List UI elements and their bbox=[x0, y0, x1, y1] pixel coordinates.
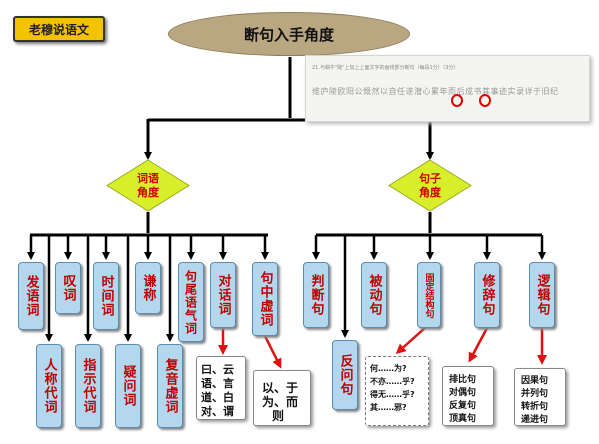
logic-examples-box: 因果句 并列句 转折句 递进句 bbox=[514, 368, 566, 426]
sentence-item-fanwen: 反问句 bbox=[332, 340, 358, 410]
word-item-fayu: 发语词 bbox=[18, 262, 44, 330]
sentence-item-label: 逻辑句 bbox=[534, 274, 550, 316]
sentence-angle-node: 句子角度 bbox=[388, 159, 472, 212]
diamond-shape bbox=[106, 159, 190, 212]
dialogue-examples-box: 曰、云 语、言 道、白 对、谓 bbox=[196, 356, 246, 420]
author-badge-label: 老穆说语文 bbox=[28, 22, 89, 37]
sentence-item-luoji: 逻辑句 bbox=[529, 262, 555, 328]
word-item-qiancheng: 谦称 bbox=[135, 262, 161, 314]
sentence-item-beidong: 被动句 bbox=[361, 262, 387, 328]
dialogue-example: 对、谓 bbox=[201, 405, 234, 418]
word-item-yiwenci: 疑问词 bbox=[115, 344, 141, 428]
rhetoric-example: 反复句 bbox=[449, 401, 477, 411]
word-item-label: 人称代词 bbox=[41, 358, 57, 414]
word-item-juweiyuqici: 句尾语气词 bbox=[178, 262, 204, 342]
word-item-label: 叹词 bbox=[60, 274, 76, 302]
word-item-label: 句尾语气词 bbox=[183, 269, 198, 335]
sentence-angle-line-1: 句子 bbox=[419, 171, 441, 185]
exam-question-image: 21.与蜗牛"陡"上加上上面文字的画线部分断句（每段1分）（3分） 维庐陵欧阳公… bbox=[305, 55, 590, 122]
sentence-item-label: 固定结构句 bbox=[423, 272, 434, 318]
word-item-renchengdaici: 人称代词 bbox=[36, 344, 62, 428]
logic-example: 并列句 bbox=[521, 389, 549, 399]
exam-passage-line: 维庐陵欧阳公慨然以自任遂潜心累年而后成书其事迹实录详于旧纪 bbox=[312, 87, 559, 96]
logic-example: 转折句 bbox=[521, 402, 549, 412]
exam-question-line: 21.与蜗牛"陡"上加上上面文字的画线部分断句（每段1分）（3分） bbox=[312, 65, 459, 71]
fixed-structure-examples-box: 何……为? 不亦……乎? 得无……乎? 其……邪? bbox=[365, 356, 429, 426]
sentence-angle-label: 句子角度 bbox=[419, 172, 441, 200]
inner-particle-example: 则 bbox=[272, 409, 285, 423]
rhetoric-example: 对偶句 bbox=[449, 388, 477, 398]
red-circle-mark bbox=[479, 94, 491, 107]
rhetoric-example: 顶真句 bbox=[449, 414, 477, 424]
word-item-label: 指示代词 bbox=[80, 358, 96, 414]
word-item-tanci: 叹词 bbox=[55, 262, 81, 314]
rhetoric-examples-box: 排比句 对偶句 反复句 顶真句 bbox=[442, 366, 494, 426]
fixed-structure-example: 不亦……乎? bbox=[370, 377, 415, 386]
author-badge: 老穆说语文 bbox=[13, 16, 105, 42]
fixed-structure-example: 得无……乎? bbox=[370, 390, 415, 399]
word-item-label: 对话词 bbox=[215, 274, 231, 316]
word-item-shijianci: 时间词 bbox=[93, 262, 119, 330]
root-node-label: 断句入手角度 bbox=[243, 25, 334, 44]
sentence-item-panduan: 判断句 bbox=[303, 262, 329, 328]
sentence-item-label: 修辞句 bbox=[479, 274, 495, 316]
inner-particle-examples-box: 以、于 为、而 则 bbox=[253, 370, 311, 426]
fixed-structure-example: 何……为? bbox=[370, 364, 407, 373]
word-item-zhishidaici: 指示代词 bbox=[75, 344, 101, 428]
word-item-label: 时间词 bbox=[98, 275, 114, 317]
word-angle-line-1: 词语 bbox=[137, 171, 159, 185]
word-item-label: 谦称 bbox=[140, 274, 156, 302]
sentence-item-label: 判断句 bbox=[308, 274, 324, 316]
logic-example: 递进句 bbox=[521, 415, 549, 425]
inner-particle-example: 以、于 bbox=[262, 381, 299, 395]
word-angle-label: 词语角度 bbox=[137, 172, 159, 200]
word-item-duihuaci: 对话词 bbox=[210, 262, 236, 328]
diamond-shape bbox=[388, 159, 472, 212]
root-node: 断句入手角度 bbox=[168, 12, 410, 56]
word-angle-node: 词语角度 bbox=[106, 159, 190, 212]
sentence-item-guding: 固定结构句 bbox=[417, 262, 441, 328]
rhetoric-example: 排比句 bbox=[449, 375, 477, 385]
sentence-item-label: 反问句 bbox=[337, 354, 353, 396]
word-item-label: 句中虚词 bbox=[257, 271, 273, 327]
inner-particle-example: 为、而 bbox=[262, 395, 299, 409]
fixed-structure-example: 其……邪? bbox=[370, 403, 407, 412]
sentence-angle-line-2: 角度 bbox=[419, 185, 441, 199]
word-item-fuyinxuci: 复音虚词 bbox=[157, 344, 183, 428]
sentence-item-label: 被动句 bbox=[366, 274, 382, 316]
sentence-item-xiuci: 修辞句 bbox=[474, 262, 500, 328]
word-item-label: 疑问词 bbox=[120, 365, 136, 407]
red-circle-mark bbox=[451, 94, 463, 107]
dialogue-example: 语、言 bbox=[201, 377, 234, 390]
word-angle-line-2: 角度 bbox=[137, 185, 159, 199]
dialogue-example: 道、白 bbox=[201, 391, 234, 404]
logic-example: 因果句 bbox=[521, 376, 549, 386]
word-item-label: 发语词 bbox=[23, 275, 39, 317]
word-item-label: 复音虚词 bbox=[162, 358, 178, 414]
word-item-juzhongxuci: 句中虚词 bbox=[252, 262, 278, 336]
dialogue-example: 曰、云 bbox=[201, 363, 234, 376]
